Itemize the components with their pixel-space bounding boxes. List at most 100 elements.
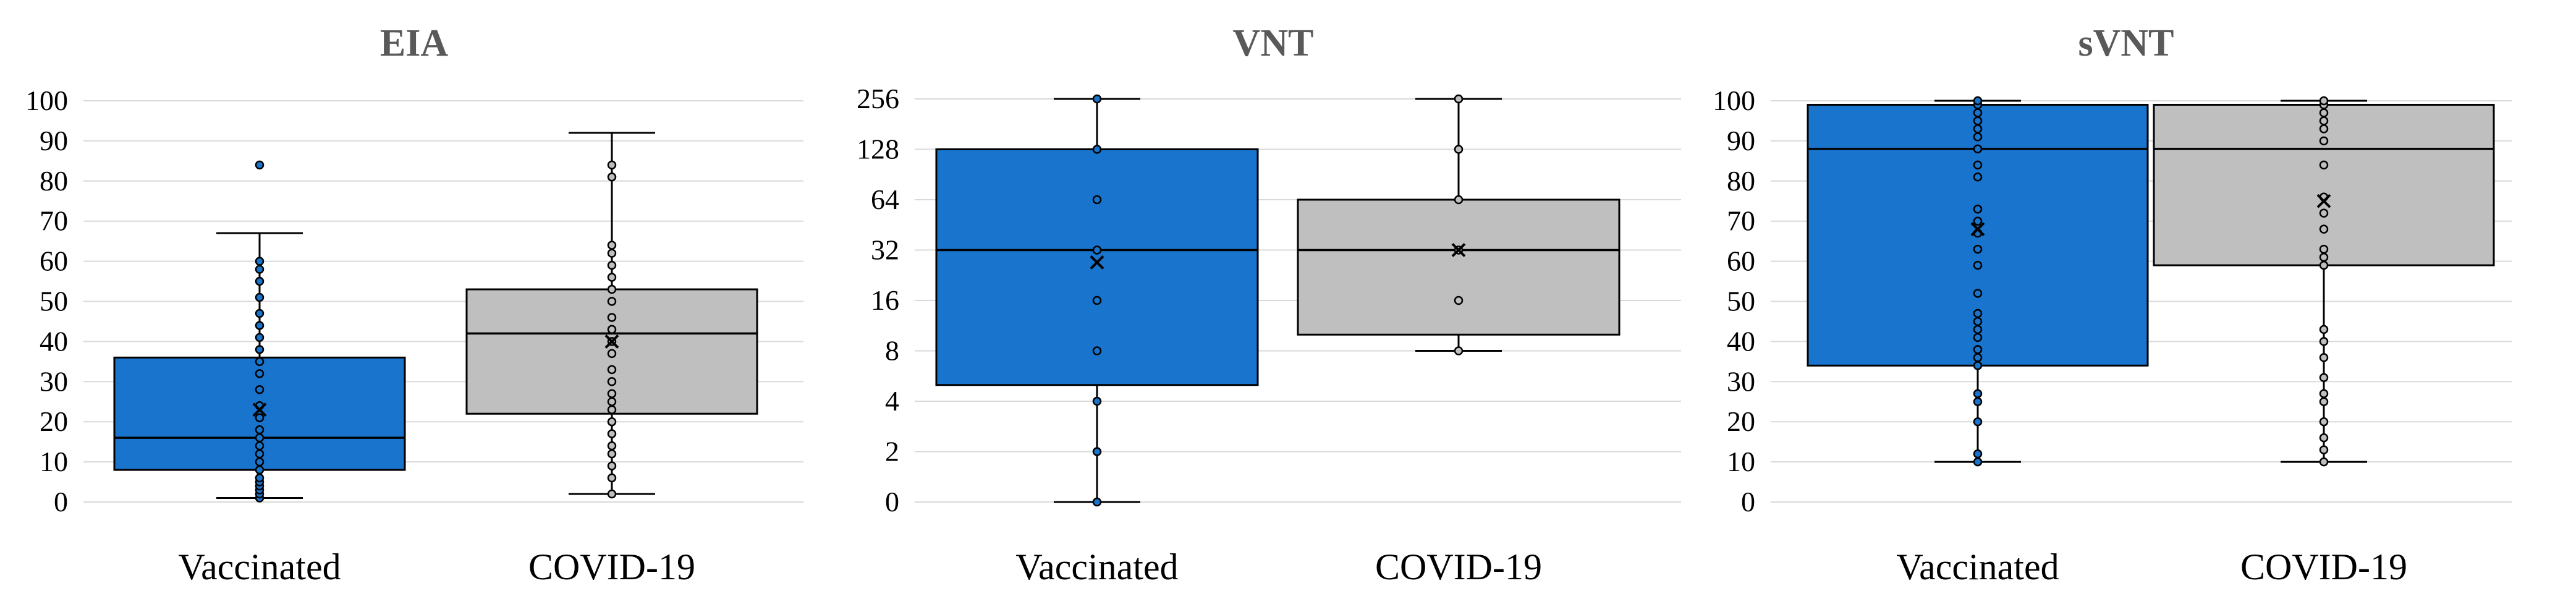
box-vaccinated <box>1807 96 2149 467</box>
data-point <box>607 461 617 470</box>
data-point <box>1973 353 1983 362</box>
y-tick-label: 16 <box>871 284 899 316</box>
data-point <box>2319 96 2329 106</box>
chart-title: VNT <box>1233 22 1314 64</box>
data-point <box>1092 447 1102 456</box>
data-point <box>2319 397 2329 406</box>
y-tick-label: 80 <box>40 165 68 197</box>
data-point <box>1092 245 1102 255</box>
y-tick-label: 0 <box>885 486 899 517</box>
data-point <box>2319 244 2329 254</box>
y-tick-label: 90 <box>40 125 68 156</box>
data-point <box>607 441 617 451</box>
data-point <box>255 465 265 475</box>
data-point <box>255 433 265 443</box>
iqr-box <box>935 148 1259 386</box>
category-label: Vaccinated <box>1896 547 2059 587</box>
data-point <box>1973 216 1983 226</box>
y-tick-label: 60 <box>40 245 68 277</box>
data-point <box>255 321 265 330</box>
data-point <box>1973 417 1983 427</box>
y-tick-label: 40 <box>40 325 68 357</box>
iqr-box <box>1297 198 1621 336</box>
data-point <box>255 473 265 483</box>
data-point <box>1973 124 1983 134</box>
y-tick-label: 0 <box>54 486 68 517</box>
data-point <box>607 325 617 334</box>
data-point <box>607 240 617 250</box>
mean-marker <box>1970 222 1985 237</box>
data-point <box>2319 160 2329 170</box>
y-tick-label: 30 <box>1727 365 1755 397</box>
y-tick-label: 20 <box>1727 406 1755 437</box>
data-point <box>1092 497 1102 507</box>
y-tick-label: 10 <box>1727 446 1755 477</box>
y-tick-label: 4 <box>885 385 899 417</box>
data-point <box>1092 396 1102 406</box>
data-point <box>1454 296 1464 305</box>
data-point <box>607 405 617 414</box>
data-point <box>255 276 265 286</box>
data-point <box>2319 433 2329 443</box>
data-point <box>255 257 265 266</box>
data-point <box>255 413 265 422</box>
y-tick-label: 80 <box>1727 165 1755 197</box>
data-point <box>2319 260 2329 270</box>
data-point <box>1092 94 1102 104</box>
data-point <box>607 397 617 406</box>
data-point <box>1973 289 1983 298</box>
data-point <box>1973 457 1983 467</box>
data-point <box>1973 172 1983 182</box>
mean-marker <box>252 402 267 417</box>
data-point <box>1973 204 1983 214</box>
data-point <box>2319 325 2329 334</box>
data-point <box>2319 389 2329 399</box>
y-tick-label: 70 <box>40 205 68 237</box>
data-point <box>2319 124 2329 134</box>
y-tick-label: 20 <box>40 406 68 437</box>
y-tick-label: 2 <box>885 436 899 467</box>
data-point <box>2319 136 2329 146</box>
data-point <box>2319 457 2329 467</box>
y-tick-label: 64 <box>871 184 899 215</box>
mean-marker <box>1451 243 1466 257</box>
data-point <box>255 345 265 354</box>
data-point <box>607 365 617 375</box>
data-point <box>2319 337 2329 346</box>
data-point <box>607 489 617 499</box>
box-vaccinated <box>935 94 1259 507</box>
chart-title: sVNT <box>2078 22 2174 64</box>
y-tick-label: 70 <box>1727 205 1755 237</box>
data-point <box>255 333 265 342</box>
data-point <box>2319 252 2329 262</box>
data-point <box>1454 145 1464 154</box>
data-point <box>1092 296 1102 305</box>
data-point <box>1973 317 1983 326</box>
data-point <box>607 349 617 359</box>
data-point <box>1973 116 1983 125</box>
data-point <box>1973 389 1983 399</box>
data-point <box>255 292 265 302</box>
data-point <box>1973 260 1983 270</box>
category-label: Vaccinated <box>1015 547 1178 587</box>
data-point <box>255 385 265 394</box>
data-point <box>607 273 617 282</box>
category-label: COVID-19 <box>2240 547 2407 587</box>
y-tick-label: 128 <box>857 134 899 165</box>
data-point <box>255 449 265 459</box>
y-tick-label: 60 <box>1727 245 1755 277</box>
data-point <box>255 357 265 367</box>
data-point <box>1092 145 1102 154</box>
box-vaccinated <box>113 160 406 503</box>
data-point <box>607 389 617 399</box>
category-label: Vaccinated <box>178 547 341 587</box>
data-point <box>607 449 617 459</box>
data-point <box>2319 116 2329 125</box>
category-label: COVID-19 <box>1375 547 1542 587</box>
data-point <box>1092 195 1102 205</box>
y-tick-label: 100 <box>1713 85 1755 116</box>
data-point <box>2319 208 2329 218</box>
data-point <box>255 369 265 378</box>
data-point <box>1973 325 1983 334</box>
